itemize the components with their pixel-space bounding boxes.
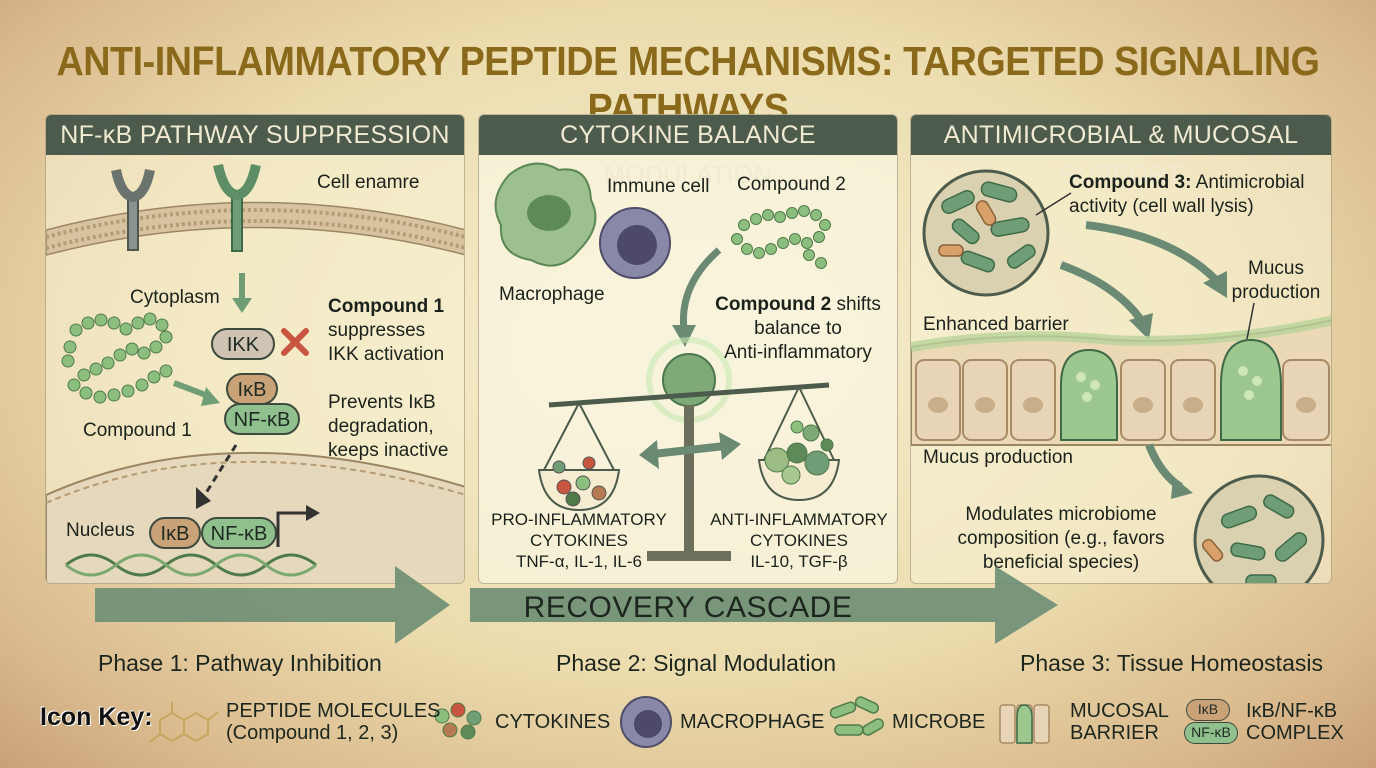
- key-complex-2: COMPLEX: [1246, 722, 1344, 744]
- panel-antimicrobial-mucosal: ANTIMICROBIAL & MUCOSAL SUPPORT: [910, 114, 1332, 584]
- label-nucleus: Nucleus: [66, 520, 135, 541]
- receptor-green: [213, 163, 261, 252]
- pro-cytokine-dots: [552, 456, 607, 507]
- label-compound2: Compound 2: [737, 174, 846, 195]
- panel-heading-antimicrobial: ANTIMICROBIAL & MUCOSAL SUPPORT: [911, 115, 1331, 189]
- icon-key-title: Icon Key:: [40, 703, 153, 731]
- label-cytoplasm: Cytoplasm: [130, 287, 220, 308]
- mucus-top-2: production: [1231, 282, 1321, 303]
- compound1-peptide: [61, 312, 173, 404]
- label-immune-cell: Immune cell: [607, 176, 710, 197]
- compound1-description: Compound 1 suppresses IKK activation: [328, 295, 464, 367]
- micro-line-3: beneficial species): [982, 552, 1140, 573]
- mucus-top-1: Mucus: [1248, 258, 1304, 279]
- label-enhanced-barrier: Enhanced barrier: [923, 314, 1069, 335]
- compound2-shift-2: balance to: [754, 318, 842, 339]
- key-cytokines-label: CYTOKINES: [495, 711, 611, 733]
- label-cell-membrane: Cell enamre: [317, 172, 420, 193]
- peptide-molecule-icon: [149, 702, 219, 743]
- key-microbe-label: MICROBE: [892, 711, 986, 733]
- compound1-text-1: suppresses: [328, 320, 426, 341]
- pro-line-1: PRO-INFLAMMATORY: [491, 510, 667, 529]
- compound3-line-1: Antimicrobial: [1195, 172, 1305, 193]
- anti-inflammatory-label: ANTI-INFLAMMATORY CYTOKINES IL-10, TGF-β: [704, 509, 894, 572]
- key-peptide-2: (Compound 1, 2, 3): [226, 722, 399, 744]
- mucosal-barrier-icon: [999, 704, 1050, 744]
- key-macrophage-label: MACROPHAGE: [680, 711, 825, 733]
- prevents-line-2: degradation,: [328, 416, 434, 437]
- microbe-lysis-circle: [922, 169, 1050, 297]
- compound1-text-2: IKK activation: [328, 344, 445, 365]
- prevents-line-1: Prevents IκB: [328, 392, 436, 413]
- prevents-line-3: keeps inactive: [328, 440, 449, 461]
- label-mucus-production: Mucus production: [923, 447, 1073, 468]
- key-complex-ikb-pill: IκB: [1186, 699, 1230, 721]
- panel-cytokine-balance: CYTOKINE BALANCE MODULATION: [478, 114, 898, 584]
- label-compound1: Compound 1: [83, 420, 192, 441]
- cytokines-icon: [434, 702, 482, 740]
- immune-cell: [599, 207, 671, 279]
- cytokine-illustration: [494, 162, 841, 561]
- compound1-title: Compound 1: [328, 296, 445, 317]
- label-macrophage: Macrophage: [499, 284, 605, 305]
- ikb-pill: IκB: [226, 373, 278, 405]
- key-peptide-label: PEPTIDE MOLECULES (Compound 1, 2, 3): [226, 700, 441, 744]
- mucosal-illustration: [911, 169, 1331, 583]
- prevents-description: Prevents IκB degradation, keeps inactive: [328, 391, 464, 463]
- mucus-top-label: Mucus production: [1221, 257, 1331, 305]
- key-peptide-1: PEPTIDE MOLECULES: [226, 700, 441, 722]
- nucleus-ikb-pill: IκB: [149, 517, 201, 549]
- receptor-gray: [111, 168, 155, 251]
- microbiome-description: Modulates microbiome composition (e.g., …: [941, 503, 1181, 575]
- anti-cytokine-dots: [764, 420, 834, 485]
- pro-line-2: CYTOKINES: [530, 531, 628, 550]
- key-mucosal-1: MUCOSAL: [1070, 700, 1169, 722]
- nucleus-nfkb-pill: NF-κB: [201, 517, 277, 549]
- micro-line-2: composition (e.g., favors: [957, 528, 1165, 549]
- compound3-line-2: activity (cell wall lysis): [1069, 196, 1254, 217]
- phase-3-label: Phase 3: Tissue Homeostasis: [1020, 650, 1323, 676]
- microbiome-circle: [1193, 474, 1325, 583]
- panel-heading-nfkb: NF-κB PATHWAY SUPPRESSION: [46, 115, 464, 155]
- micro-line-1: Modulates microbiome: [965, 504, 1157, 525]
- panel-nfkb-suppression: NF-κB PATHWAY SUPPRESSION: [45, 114, 465, 584]
- ikk-pill: IKK: [211, 328, 275, 360]
- macrophage-cell: [494, 162, 597, 267]
- phase-1-label: Phase 1: Pathway Inhibition: [98, 650, 382, 676]
- compound2-shift-description: Compound 2 shifts balance to Anti-inflam…: [703, 293, 893, 365]
- compound2-shift-1: shifts: [836, 294, 881, 315]
- epithelial-barrier: [911, 315, 1331, 446]
- compound3-bold: Compound 3:: [1069, 172, 1192, 193]
- pro-line-3: TNF-α, IL-1, IL-6: [515, 552, 642, 571]
- anti-line-2: CYTOKINES: [750, 531, 848, 550]
- inhibit-x-icon: [281, 328, 309, 356]
- key-mucosal-label: MUCOSAL BARRIER: [1070, 700, 1169, 744]
- nfkb-pill: NF-κB: [224, 403, 300, 435]
- compound3-description: Compound 3: Antimicrobial activity (cell…: [1069, 171, 1331, 219]
- macrophage-icon: [620, 696, 672, 748]
- key-mucosal-2: BARRIER: [1070, 722, 1159, 744]
- phase-2-label: Phase 2: Signal Modulation: [556, 650, 837, 676]
- key-complex-label: IκB/NF-κB COMPLEX: [1246, 700, 1344, 744]
- key-complex-1: IκB/NF-κB: [1246, 700, 1338, 722]
- pro-inflammatory-label: PRO-INFLAMMATORY CYTOKINES TNF-α, IL-1, …: [484, 509, 674, 572]
- compound2-peptide: [731, 205, 831, 269]
- anti-line-3: IL-10, TGF-β: [750, 552, 848, 571]
- recovery-cascade-label: RECOVERY CASCADE: [523, 591, 853, 624]
- compound2-shift-bold: Compound 2: [715, 294, 832, 315]
- panel-heading-cytokine: CYTOKINE BALANCE MODULATION: [479, 115, 897, 189]
- compound2-shift-3: Anti-inflammatory: [724, 342, 872, 363]
- microbe-icon: [829, 696, 884, 736]
- key-complex-nfkb-pill: NF-κB: [1184, 722, 1238, 744]
- anti-line-1: ANTI-INFLAMMATORY: [710, 510, 888, 529]
- page-title: ANTI-INFLAMMATORY PEPTIDE MECHANISMS: TA…: [56, 38, 1320, 131]
